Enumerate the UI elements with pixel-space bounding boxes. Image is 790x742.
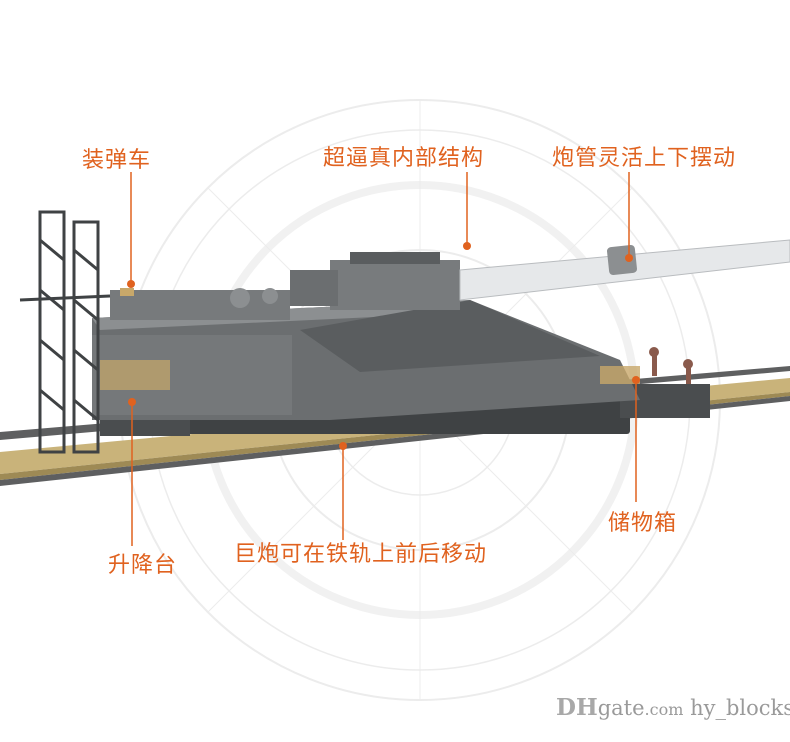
watermark-brand-d: D bbox=[556, 694, 576, 721]
leader-dot-icon bbox=[127, 242, 640, 450]
watermark-seller: hy_blocks bbox=[690, 696, 790, 720]
loading-towers bbox=[19, 210, 111, 454]
watermark-brand-h: H bbox=[575, 694, 598, 721]
watermark: DHgate.com hy_blocks bbox=[556, 694, 790, 721]
callout-rail-movement: 巨炮可在铁轨上前后移动 bbox=[234, 542, 488, 567]
callout-loading-car: 装弹车 bbox=[82, 148, 152, 173]
gun-hull bbox=[92, 252, 640, 420]
callout-barrel-swing: 炮管灵活上下摆动 bbox=[552, 146, 737, 171]
callout-lift-platform: 升降台 bbox=[108, 553, 178, 578]
callout-leaders bbox=[130, 172, 637, 546]
rear-posts bbox=[649, 347, 693, 384]
gun-barrel bbox=[459, 239, 790, 301]
watermark-brand-rest: gate bbox=[597, 696, 645, 720]
callout-internal-structure: 超逼真内部结构 bbox=[323, 146, 485, 171]
watermark-brand-dot: .com bbox=[644, 700, 684, 719]
callout-storage-box: 储物箱 bbox=[608, 511, 678, 536]
